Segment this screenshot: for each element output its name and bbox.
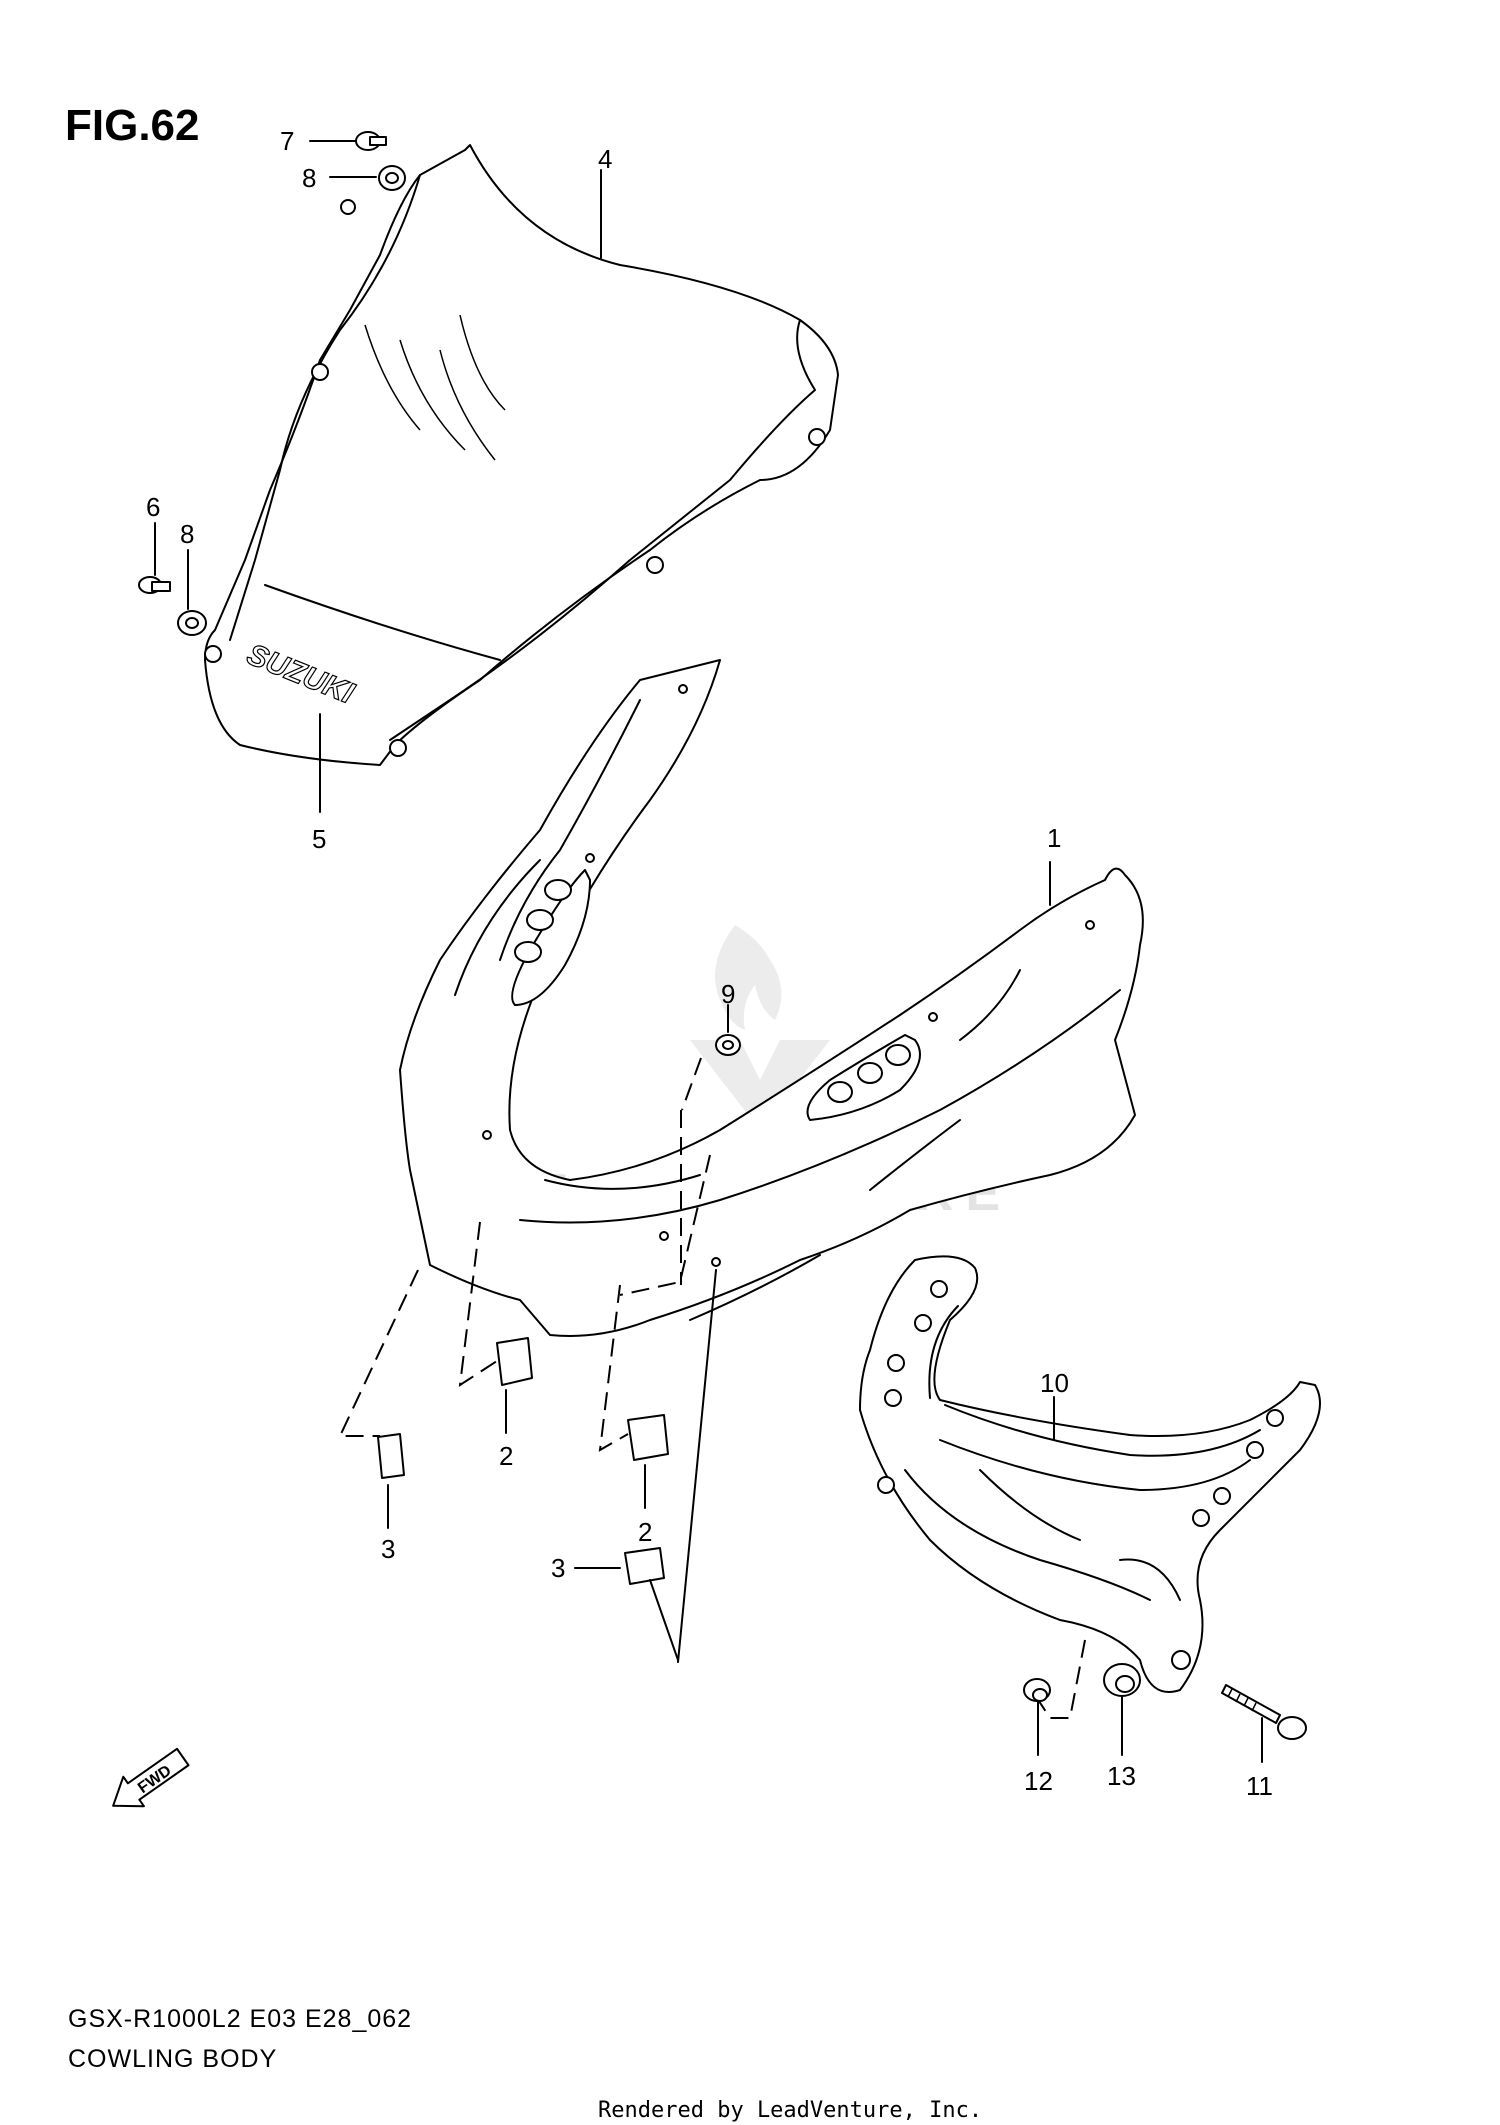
callouts: 7 8 4 6 8 5 1 9 10 2 2 3 3 12 13 11 <box>146 126 1273 1801</box>
nut-top[interactable] <box>378 165 406 191</box>
rendered-by: Rendered by LeadVenture, Inc. <box>598 2098 982 2123</box>
callout-3-left: 3 <box>381 1534 395 1564</box>
cushion-3-left[interactable] <box>377 1433 405 1479</box>
callout-10: 10 <box>1040 1368 1069 1398</box>
screw-left[interactable] <box>138 576 171 594</box>
assembly-lines <box>338 1057 1086 1719</box>
callout-3-right: 3 <box>551 1553 565 1583</box>
watermark-flame-icon <box>715 925 782 1030</box>
nut-9[interactable] <box>715 1034 741 1056</box>
diagram-title: COWLING BODY <box>68 2045 277 2073</box>
callout-6: 6 <box>146 492 160 522</box>
callout-9: 9 <box>721 979 735 1009</box>
callout-5: 5 <box>312 824 326 854</box>
callout-12: 12 <box>1024 1766 1053 1796</box>
screw-top[interactable] <box>355 131 387 151</box>
cushion-13[interactable] <box>1103 1663 1141 1697</box>
cushion-2-left[interactable] <box>496 1337 533 1386</box>
cushion-3-right[interactable] <box>624 1547 665 1585</box>
leader-lines <box>154 140 1263 1763</box>
fwd-arrow-icon: FWD <box>112 1747 190 1808</box>
callout-2-left: 2 <box>499 1441 513 1471</box>
nut-left[interactable] <box>177 610 207 636</box>
nut-12[interactable] <box>1023 1678 1051 1702</box>
cowling-body[interactable] <box>399 659 1144 1337</box>
callout-2-right: 2 <box>638 1517 652 1547</box>
figure-label: FIG.62 <box>65 101 200 150</box>
callout-4: 4 <box>598 144 612 174</box>
callout-8-top: 8 <box>302 163 316 193</box>
watermark-v-icon <box>690 1040 830 1130</box>
callout-8-left: 8 <box>180 519 194 549</box>
callout-13: 13 <box>1107 1761 1136 1791</box>
bolt-11[interactable] <box>1221 1684 1307 1740</box>
model-code: GSX-R1000L2 E03 E28_062 <box>68 2005 412 2033</box>
callout-7: 7 <box>280 126 294 156</box>
callout-11: 11 <box>1246 1771 1273 1801</box>
cowling-brace[interactable] <box>859 1255 1321 1693</box>
callout-1: 1 <box>1047 823 1061 853</box>
windscreen[interactable]: SUZUKI <box>204 144 839 766</box>
cushion-2-right[interactable] <box>627 1414 669 1461</box>
